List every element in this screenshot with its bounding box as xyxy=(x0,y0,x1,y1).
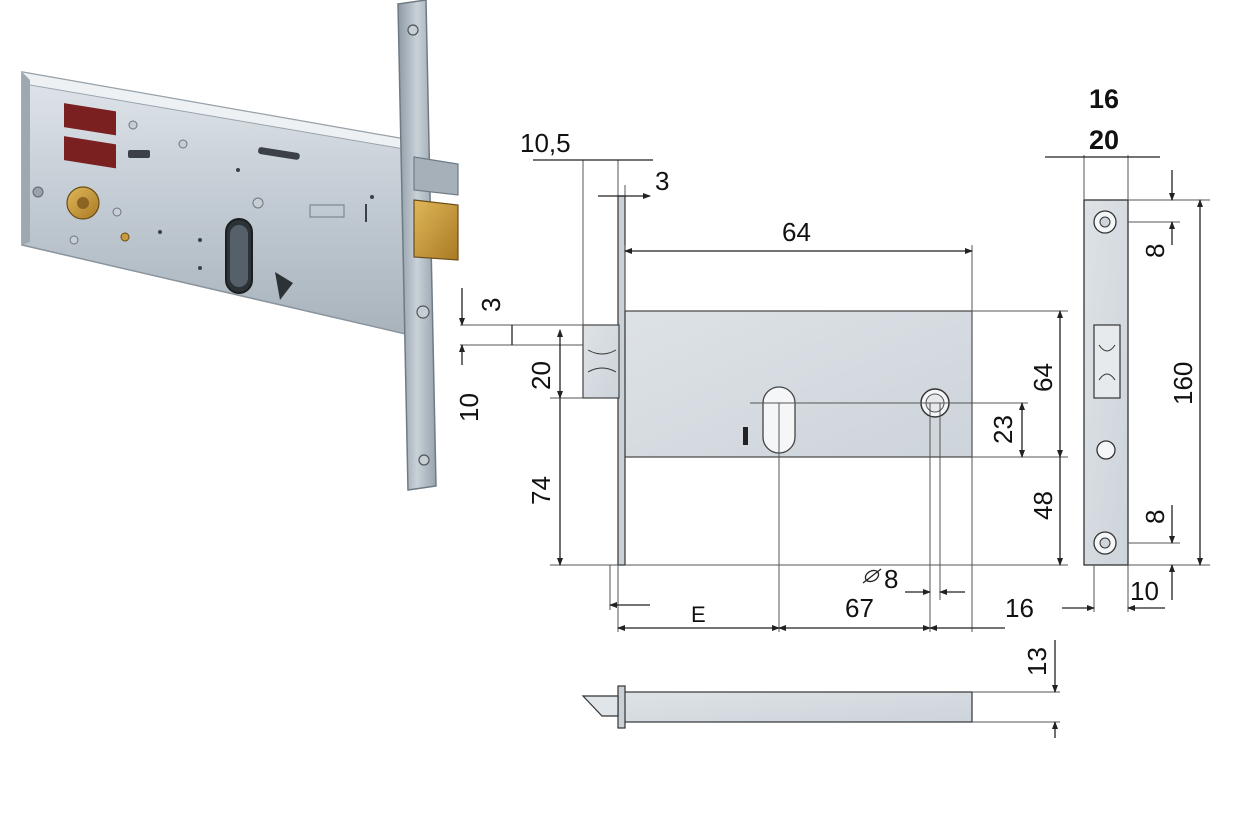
dim-plate-edge: 10 xyxy=(1130,576,1159,606)
dim-plate-width-b: 20 xyxy=(1089,125,1119,155)
deadbolt-steel xyxy=(413,156,459,196)
faceplate-screw-mid xyxy=(416,305,430,319)
dim-backset-label: E xyxy=(691,602,706,627)
cylinder-hole-inner xyxy=(230,225,248,287)
side-hole xyxy=(1096,440,1116,460)
extension-lines xyxy=(460,160,1068,632)
lock-case-left-edge xyxy=(22,72,30,245)
dim-latch-offset: 3 xyxy=(476,298,506,312)
red-label-bottom xyxy=(64,136,116,169)
faceplate-screw-top xyxy=(407,24,419,36)
dim-cylinder-offset: 23 xyxy=(988,415,1018,444)
dim-hole-to-edge: 16 xyxy=(1005,593,1034,623)
top-slot xyxy=(258,147,300,160)
dim-plate-screw-top: 8 xyxy=(1140,244,1170,258)
dim-plate-screw-bottom: 8 xyxy=(1140,510,1170,524)
side-latch-shading xyxy=(1098,344,1116,381)
dim-latch-lower-gap: 10 xyxy=(454,393,484,422)
mortise-lock-photo xyxy=(21,0,459,491)
dim-bottom-thickness: 13 xyxy=(1022,647,1052,676)
dimension-lines xyxy=(459,159,1063,631)
dim-cylinder-to-hole: 67 xyxy=(845,593,874,623)
slot-mark xyxy=(743,427,748,445)
rivet xyxy=(252,197,264,209)
dot xyxy=(370,195,374,199)
side-latch-window xyxy=(1093,324,1121,399)
rivet xyxy=(69,235,79,245)
latch-shading xyxy=(587,349,617,373)
side-view-faceplate xyxy=(1045,155,1210,612)
small-slot xyxy=(128,150,150,158)
dot xyxy=(198,266,202,270)
side-screw-top-inner xyxy=(1099,216,1111,228)
bottom-faceplate xyxy=(617,685,626,729)
dim-hole-diameter: 8 xyxy=(884,564,898,594)
dim-plate-width-a: 16 xyxy=(1089,84,1119,114)
dimension-labels: 10,5 3 64 3 20 10 74 64 23 48 8 E 67 16 … xyxy=(454,84,1198,676)
triangle-marker xyxy=(275,272,293,300)
rivet xyxy=(112,207,122,217)
dim-case-upper: 64 xyxy=(1028,363,1058,392)
bottom-view xyxy=(581,640,1060,738)
latch-block xyxy=(582,324,620,399)
diameter-icon xyxy=(862,568,882,584)
spindle-center xyxy=(77,197,89,209)
rivet xyxy=(32,186,44,198)
brass-latch xyxy=(413,199,459,261)
dot xyxy=(158,230,162,234)
embossed-marking xyxy=(309,204,345,218)
dim-case-lower: 48 xyxy=(1028,491,1058,520)
dim-latch-height: 20 xyxy=(526,361,556,390)
side-screw-bottom-inner xyxy=(1099,537,1111,549)
faceplate-screw-bottom xyxy=(418,454,430,466)
dim-faceplate-thickness: 3 xyxy=(655,166,669,196)
red-label-top xyxy=(64,103,116,136)
dim-case-depth: 64 xyxy=(782,217,811,247)
rivet xyxy=(178,139,188,149)
dim-front-width: 10,5 xyxy=(520,128,571,158)
dim-plate-height: 160 xyxy=(1168,362,1198,405)
brass-rivet xyxy=(120,232,130,242)
dot xyxy=(198,238,202,242)
dot xyxy=(236,168,240,172)
bottom-case xyxy=(623,691,973,723)
case-body xyxy=(623,310,973,458)
bottom-latch xyxy=(581,695,619,717)
dim-faceplate-lower: 74 xyxy=(526,476,556,505)
rivet xyxy=(128,120,138,130)
